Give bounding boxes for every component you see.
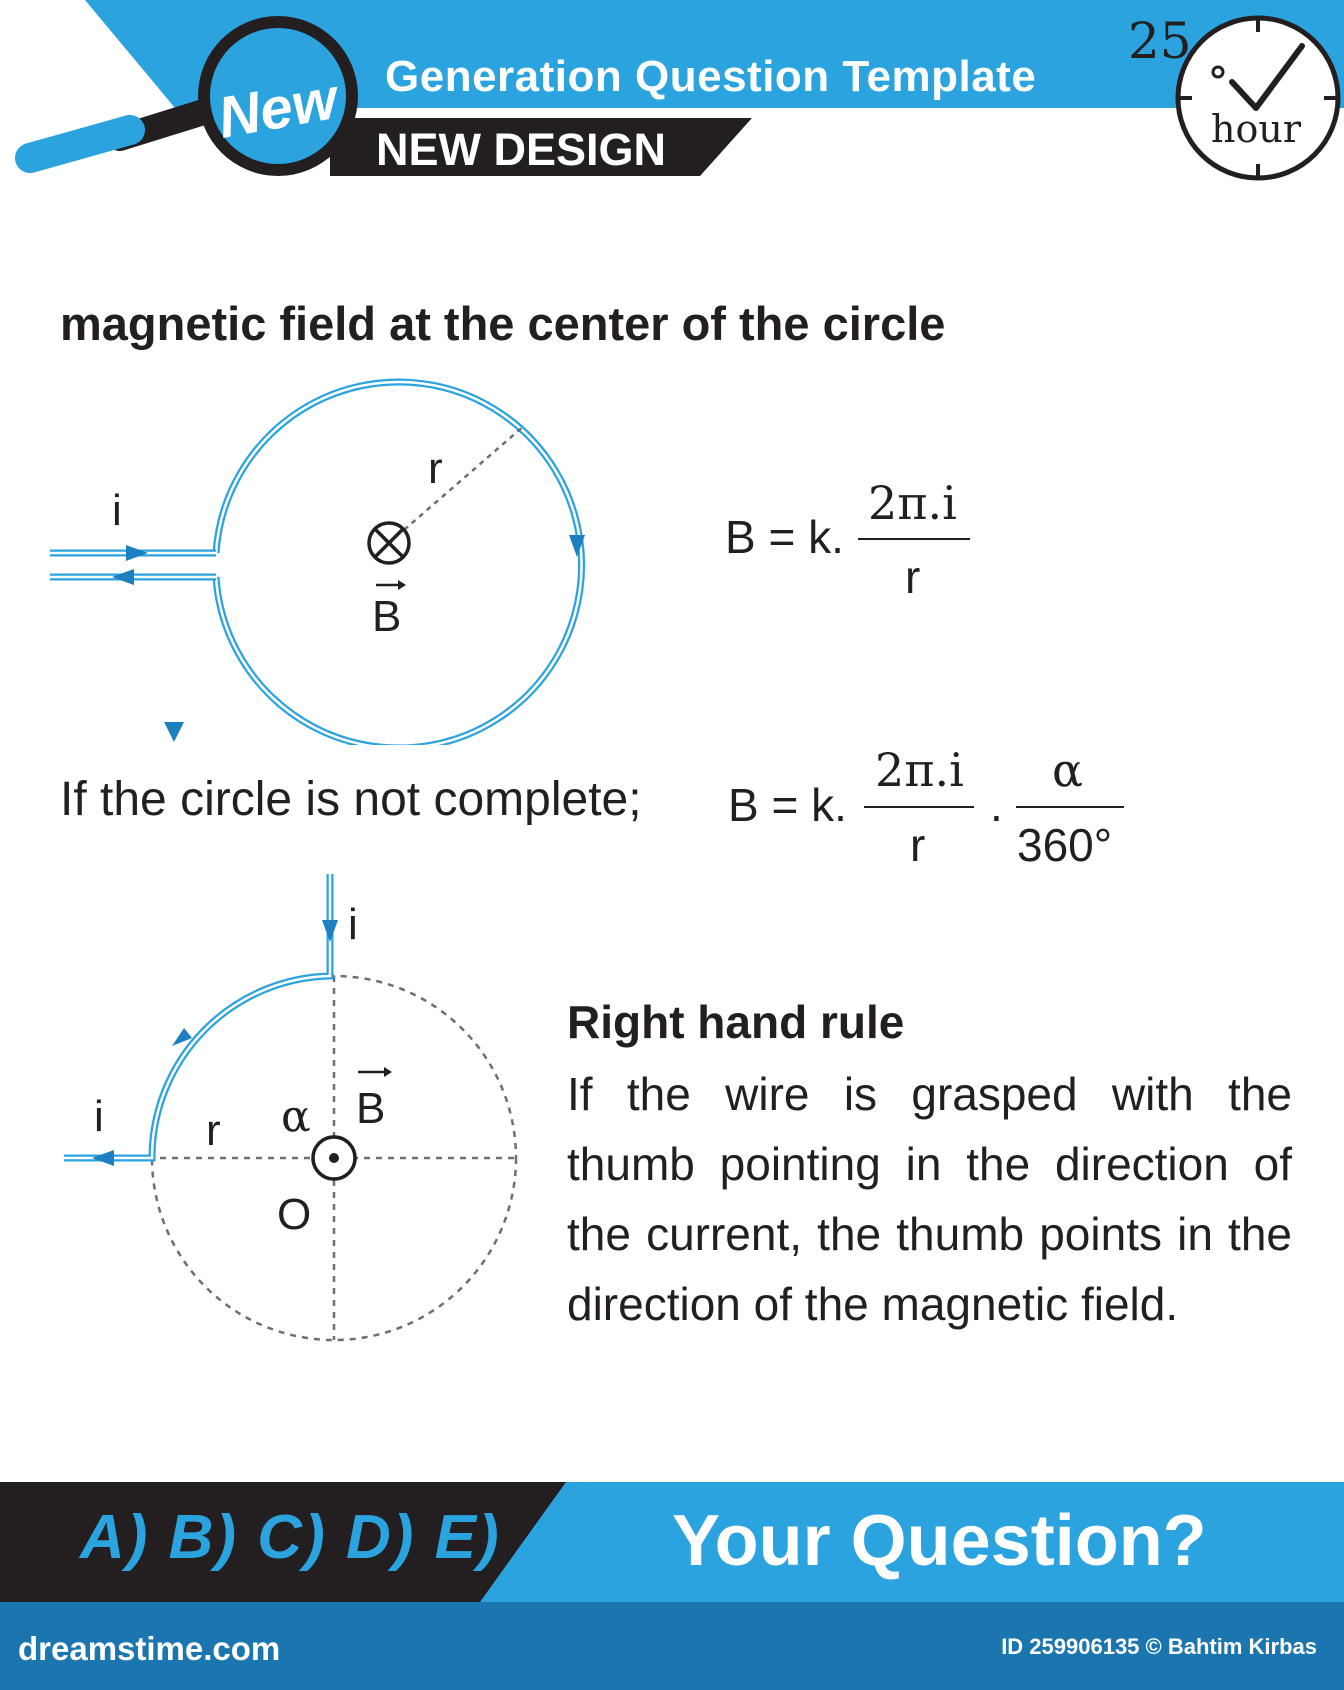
vector-arrow-icon <box>358 1067 392 1077</box>
field-label: B <box>372 592 402 641</box>
formula2-lhs: B = k. <box>728 779 847 831</box>
formula1-numerator: 2π.i <box>868 476 957 530</box>
small-arrow-icon <box>164 722 184 742</box>
page-heading: magnetic field at the center of the circ… <box>60 297 946 350</box>
vector-arrow-icon <box>376 580 406 590</box>
formula2-numerator2: α <box>1052 743 1084 797</box>
footer-black-band <box>0 1482 566 1602</box>
formula1-denominator: r <box>905 551 921 603</box>
radius-line <box>388 424 526 544</box>
radius-label: r <box>206 1106 221 1155</box>
header-blue-band <box>85 0 1344 108</box>
center-label: O <box>277 1190 312 1239</box>
current-out-arrow-icon <box>112 569 134 585</box>
header-subtitle: NEW DESIGN <box>376 124 667 175</box>
answer-options: A) B) C) D) E) <box>80 1503 501 1572</box>
incomplete-circle-text: If the circle is not complete; <box>60 773 642 826</box>
header-graphics <box>15 0 1344 181</box>
footer-graphics <box>0 1482 1344 1690</box>
current-in-arrow-icon <box>126 545 148 561</box>
formula2-fraction-bar <box>864 806 974 808</box>
loop-direction-arrow-icon <box>569 535 585 557</box>
partial-loop-diagram <box>64 874 518 1342</box>
into-page-symbol-icon <box>367 521 411 565</box>
formula2-denominator2: 360° <box>1017 819 1113 871</box>
radius-label: r <box>428 444 443 493</box>
formula2-numerator: 2π.i <box>875 743 964 797</box>
image-credit: ID 259906135 © Bahtim Kirbas <box>1001 1634 1317 1659</box>
magnifier-icon <box>15 16 358 176</box>
current-label-top: i <box>348 900 358 949</box>
site-watermark: dreamstime.com <box>18 1630 281 1667</box>
header-banner: New Generation Question Template NEW DES… <box>0 0 1344 200</box>
formula2-fraction-bar2 <box>1016 806 1124 808</box>
current-left-arrow-icon <box>92 1150 114 1166</box>
current-label-left: i <box>94 1092 104 1141</box>
wire-arc <box>64 874 334 1162</box>
clock-icon <box>1175 15 1341 181</box>
current-down-arrow-icon <box>322 920 338 942</box>
field-label: B <box>356 1084 386 1133</box>
clock-unit: hour <box>1211 107 1301 151</box>
arc-direction-arrow-icon <box>172 1028 192 1046</box>
formula1-fraction-bar <box>858 538 970 540</box>
angle-label: α <box>281 1091 311 1142</box>
rule-title: Right hand rule <box>567 996 905 1048</box>
header-black-band <box>330 118 752 176</box>
formula2-dot: . <box>990 779 1003 831</box>
clock-number: 25 <box>1128 12 1192 70</box>
footer-bar <box>0 1602 1344 1690</box>
full-loop-diagram <box>50 378 586 745</box>
rule-text: If the wire is grasped with the thumb po… <box>567 1068 1292 1330</box>
out-of-page-symbol-icon <box>311 1135 357 1181</box>
question-placeholder: Your Question? <box>672 1501 1207 1581</box>
header-title: Generation Question Template <box>385 52 1037 101</box>
formula1-lhs: B = k. <box>725 511 844 563</box>
formula2-denominator: r <box>910 819 926 871</box>
wire-loop <box>50 378 586 745</box>
current-label: i <box>112 486 122 535</box>
